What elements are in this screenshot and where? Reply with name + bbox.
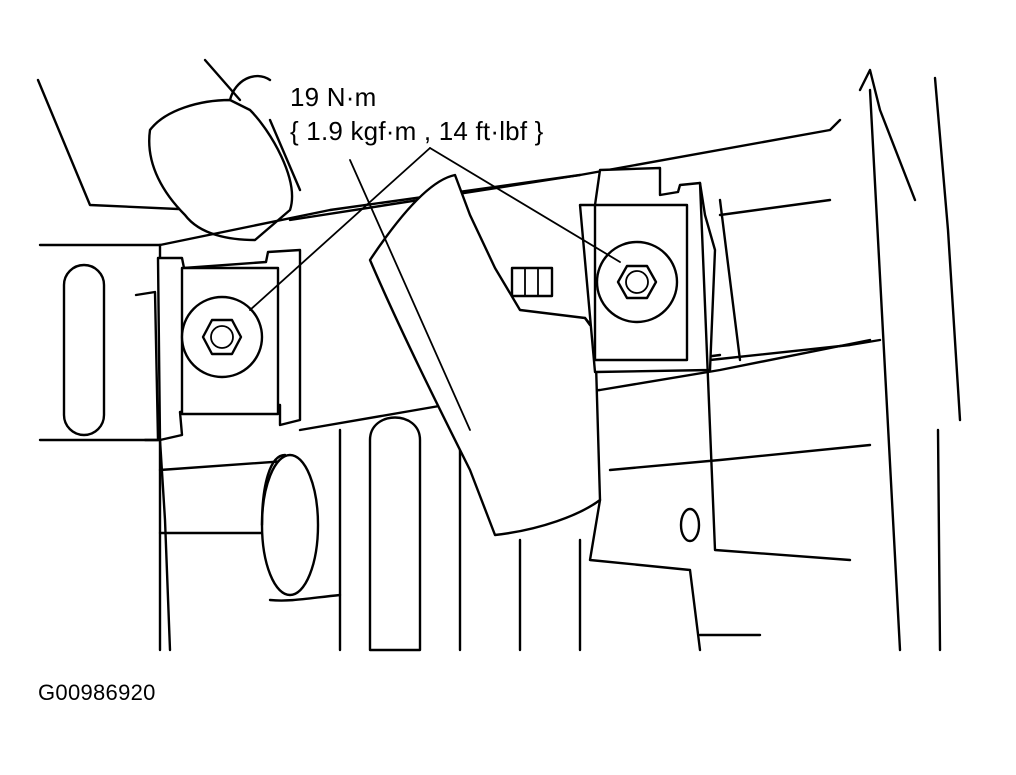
pedal-lever xyxy=(368,173,602,537)
figure-id: G00986920 xyxy=(38,680,156,705)
torque-value-nm: 19 N·m xyxy=(290,82,377,112)
bolt-left xyxy=(180,295,264,379)
callout-leaders xyxy=(249,147,621,431)
central-shaft xyxy=(338,416,462,652)
bolt-right xyxy=(595,240,679,324)
lower-right-frame xyxy=(518,498,762,652)
right-hole xyxy=(679,507,701,543)
left-slot xyxy=(62,263,106,437)
right-bracket xyxy=(578,166,852,562)
pedal-arm-upper xyxy=(148,58,302,242)
lever-tab xyxy=(510,266,554,298)
torque-value-alternate-units: { 1.9 kgf·m , 14 ft·lbf } xyxy=(290,116,544,146)
pivot-pin xyxy=(260,453,342,602)
